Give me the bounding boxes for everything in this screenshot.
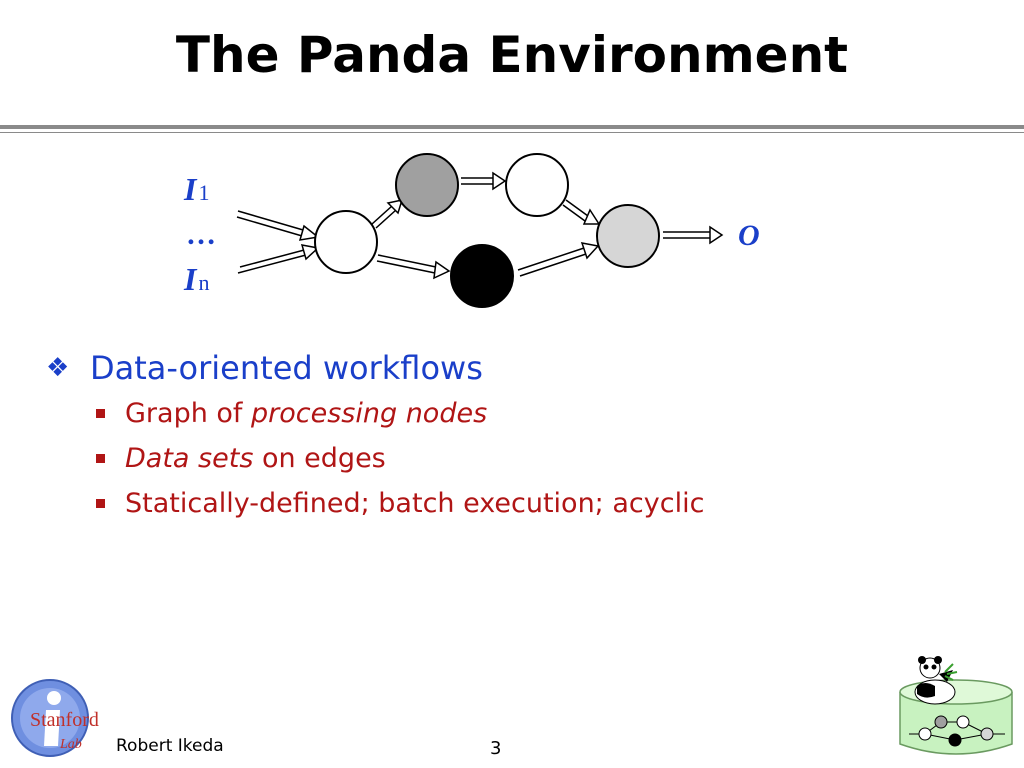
panda-logo: [899, 656, 1013, 755]
edge-n1-n2: [371, 198, 404, 229]
bullet-sub-1: Graph of processing nodes: [94, 391, 704, 436]
workflow-diagram: I1 … In: [183, 153, 760, 308]
node-2: [395, 153, 459, 217]
svg-text:Stanford: Stanford: [30, 709, 99, 731]
diamond-bullet-icon: ❖: [46, 353, 70, 383]
slide-title: The Panda Environment: [175, 26, 849, 84]
edge-n2-n3: [461, 171, 507, 191]
node-3: [505, 153, 569, 217]
edge-n4-n5: [517, 242, 600, 277]
bullet-sub-1-italic: processing nodes: [251, 398, 488, 429]
square-bullet-icon: [96, 454, 105, 463]
bullet-sub-2: Data sets on edges: [94, 436, 704, 481]
output-label: O: [738, 219, 760, 252]
svg-text:Lab: Lab: [59, 737, 82, 752]
title-divider-thick: [0, 125, 1024, 129]
node-4: [450, 244, 514, 308]
node-1: [314, 210, 378, 274]
edge-n3-n5: [562, 199, 601, 225]
bullet-sub-3: Statically-defined; batch execution; acy…: [94, 481, 704, 526]
input-label-i1: I1: [183, 171, 209, 207]
bullet-sub-2-suffix: on edges: [253, 443, 386, 474]
square-bullet-icon: [96, 409, 105, 418]
footer-author: Robert Ikeda: [116, 736, 224, 756]
stanford-infolab-logo: Stanford Lab: [11, 679, 99, 757]
square-bullet-icon: [96, 499, 105, 508]
input-label-in: In: [183, 261, 209, 297]
bullet-list: ❖ Data-oriented workflows Graph of proce…: [46, 345, 704, 526]
bullet-main-text: Data-oriented workflows: [90, 349, 483, 387]
input-arrow-2: [237, 244, 320, 274]
bullet-sub-1-prefix: Graph of: [125, 398, 252, 429]
title-divider-thin: [0, 132, 1024, 133]
input-ellipsis: …: [186, 218, 216, 251]
input-arrow-1: [236, 210, 320, 241]
bullet-sub-3-text: Statically-defined; batch execution; acy…: [125, 488, 705, 519]
bullet-sub-2-italic: Data sets: [125, 443, 254, 474]
bullet-main: ❖ Data-oriented workflows: [46, 345, 704, 391]
output-arrow: [663, 225, 724, 245]
node-5: [596, 204, 660, 268]
page-number: 3: [490, 738, 502, 759]
edge-n1-n4: [376, 254, 451, 280]
